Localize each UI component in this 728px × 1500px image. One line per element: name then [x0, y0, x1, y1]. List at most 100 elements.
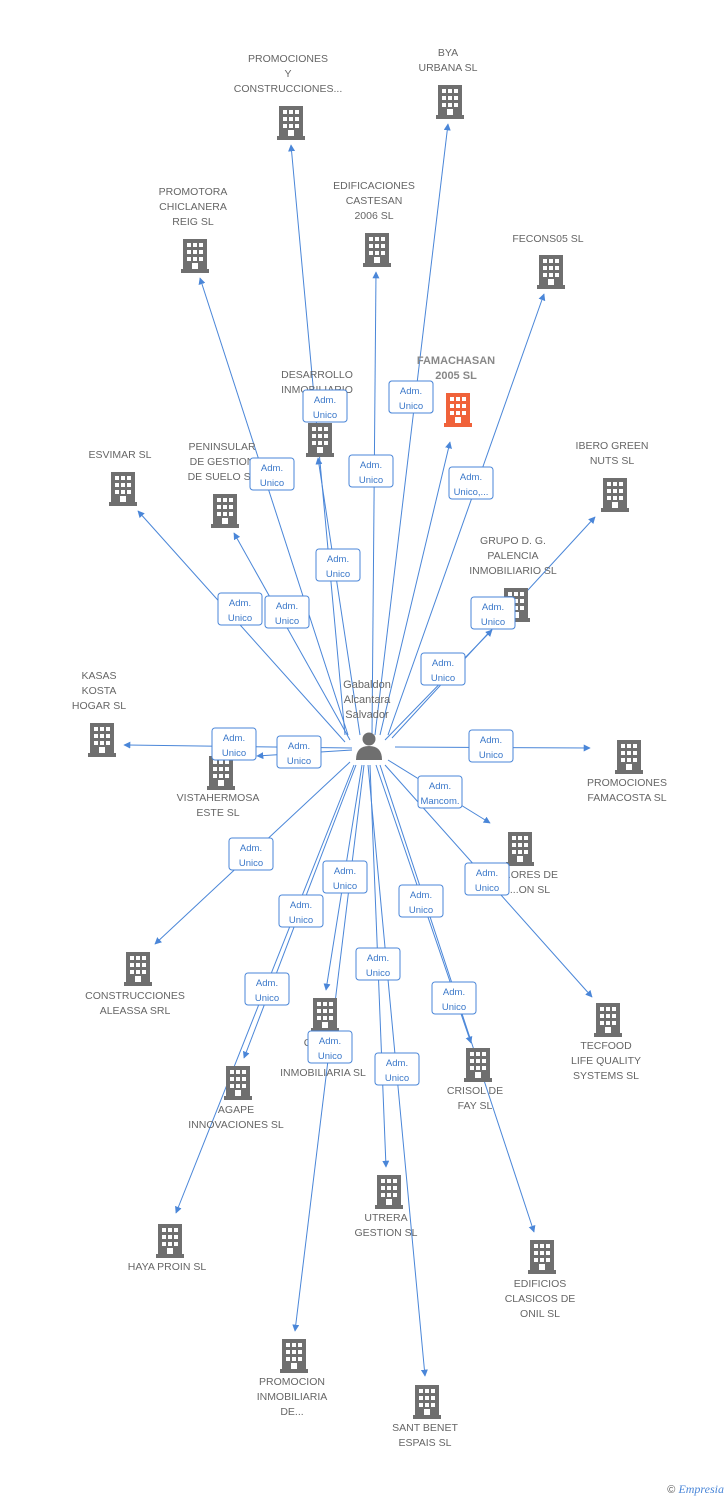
relation-badge-haya-proin[interactable]: Adm.Unico [244, 972, 290, 1006]
building-icon[interactable] [506, 832, 534, 866]
relation-badge-utrera-gestion[interactable]: Adm.Unico [355, 947, 401, 981]
building-icon[interactable] [615, 740, 643, 774]
building-icon[interactable] [537, 255, 565, 289]
person-icon[interactable] [356, 732, 382, 761]
relation-badge-box[interactable] [249, 457, 295, 491]
relation-badge-famachasan[interactable]: Adm.Unico [388, 380, 434, 414]
relation-badge-crisol-de-fay[interactable]: Adm.Unico [398, 884, 444, 918]
relation-role-text: Unico [431, 673, 455, 684]
building-icon[interactable] [413, 1385, 441, 1419]
relation-badge-box[interactable] [278, 894, 324, 928]
relation-badge-vistahermosa[interactable]: Adm.Unico [276, 735, 322, 769]
relation-badge-grupo-dg-palencia[interactable]: Adm.Unico [420, 652, 466, 686]
relation-badge-box[interactable] [448, 466, 494, 500]
relation-badge-box[interactable] [211, 727, 257, 761]
relation-badge-peninsular-gestion[interactable]: Adm.Unico [264, 595, 310, 629]
relation-badge-box[interactable] [244, 972, 290, 1006]
building-icon[interactable] [375, 1175, 403, 1209]
company-node-fecons05[interactable]: FECONS05 SL [512, 233, 584, 289]
brand-logo[interactable]: Empresia [678, 1482, 724, 1496]
relation-badge-promociones-famacosta[interactable]: Adm.Unico [468, 729, 514, 763]
building-icon[interactable] [181, 239, 209, 273]
relation-badge-ibero-green[interactable]: Adm.Unico [470, 596, 516, 630]
building-icon[interactable] [444, 393, 472, 427]
building-icon[interactable] [306, 423, 334, 457]
relation-badge-box[interactable] [431, 981, 477, 1015]
building-icon[interactable] [280, 1339, 308, 1373]
building-icon[interactable] [436, 85, 464, 119]
relation-badge-box[interactable] [315, 548, 361, 582]
building-icon[interactable] [211, 494, 239, 528]
building-icon[interactable] [363, 233, 391, 267]
relation-badge-promotora-chiclanera[interactable]: Adm.Unico [249, 457, 295, 491]
relation-badge-construcciones-aleassa[interactable]: Adm.Unico [228, 837, 274, 871]
relation-badge-box[interactable] [420, 652, 466, 686]
relation-badge-fecons05[interactable]: Adm.Unico,... [448, 466, 494, 500]
relation-badge-costa-inmobiliaria[interactable]: Adm.Unico [322, 860, 368, 894]
relation-badge-box[interactable] [264, 595, 310, 629]
building-icon[interactable] [594, 1003, 622, 1037]
relation-badge-edificios-clasicos[interactable]: Adm.Unico [431, 981, 477, 1015]
relation-badge-promocion-inmobiliaria[interactable]: Adm.Unico [307, 1030, 353, 1064]
building-icon[interactable] [124, 952, 152, 986]
company-node-promociones-construcciones[interactable]: PROMOCIONESYCONSTRUCCIONES... [234, 53, 343, 140]
building-icon[interactable] [224, 1066, 252, 1100]
relation-badge-edificaciones-castesan[interactable]: Adm.Unico [348, 454, 394, 488]
relation-badge-box[interactable] [388, 380, 434, 414]
relation-badge-box[interactable] [470, 596, 516, 630]
company-node-constructores[interactable]: ...ORES DE...ON SL [502, 832, 558, 896]
relation-badge-box[interactable] [307, 1030, 353, 1064]
relation-badge-box[interactable] [302, 389, 348, 423]
company-node-promocion-inmobiliaria[interactable]: PROMOCIONINMOBILIARIADE... [257, 1339, 328, 1418]
relation-badge-box[interactable] [322, 860, 368, 894]
relation-badge-kasas-kosta[interactable]: Adm.Unico [211, 727, 257, 761]
relation-badge-esvimar[interactable]: Adm.Unico [217, 592, 263, 626]
building-icon[interactable] [109, 472, 137, 506]
relation-badge-box[interactable] [276, 735, 322, 769]
building-icon[interactable] [528, 1240, 556, 1274]
relation-badge-box[interactable] [398, 884, 444, 918]
relation-badge-constructores[interactable]: Adm.Mancom. [417, 775, 463, 809]
relation-role-text: Adm. [480, 735, 502, 746]
building-icon[interactable] [601, 478, 629, 512]
relation-badge-box[interactable] [228, 837, 274, 871]
relation-badge-desarrollo-inmobiliario[interactable]: Adm.Unico [315, 548, 361, 582]
relation-badge-box[interactable] [374, 1052, 420, 1086]
relation-badge-agape[interactable]: Adm.Unico [278, 894, 324, 928]
relation-badge-box[interactable] [468, 729, 514, 763]
building-icon[interactable] [311, 998, 339, 1032]
building-icon[interactable] [464, 1048, 492, 1082]
company-node-esvimar[interactable]: ESVIMAR SL [88, 449, 152, 506]
relation-badge-sant-benet[interactable]: Adm.Unico [374, 1052, 420, 1086]
relation-badge-box[interactable] [464, 862, 510, 896]
company-node-haya-proin[interactable]: HAYA PROIN SL [128, 1224, 207, 1273]
building-icon[interactable] [207, 756, 235, 790]
relation-badge-box[interactable] [417, 775, 463, 809]
relation-badge-tecfood[interactable]: Adm.Unico [464, 862, 510, 896]
relation-badge-box[interactable] [348, 454, 394, 488]
relation-badge-box[interactable] [217, 592, 263, 626]
building-icon[interactable] [277, 106, 305, 140]
relation-badge-box[interactable] [355, 947, 401, 981]
building-icon[interactable] [88, 723, 116, 757]
building-icon[interactable] [156, 1224, 184, 1258]
relation-badge-promociones-construcciones[interactable]: Adm.Unico [302, 389, 348, 423]
